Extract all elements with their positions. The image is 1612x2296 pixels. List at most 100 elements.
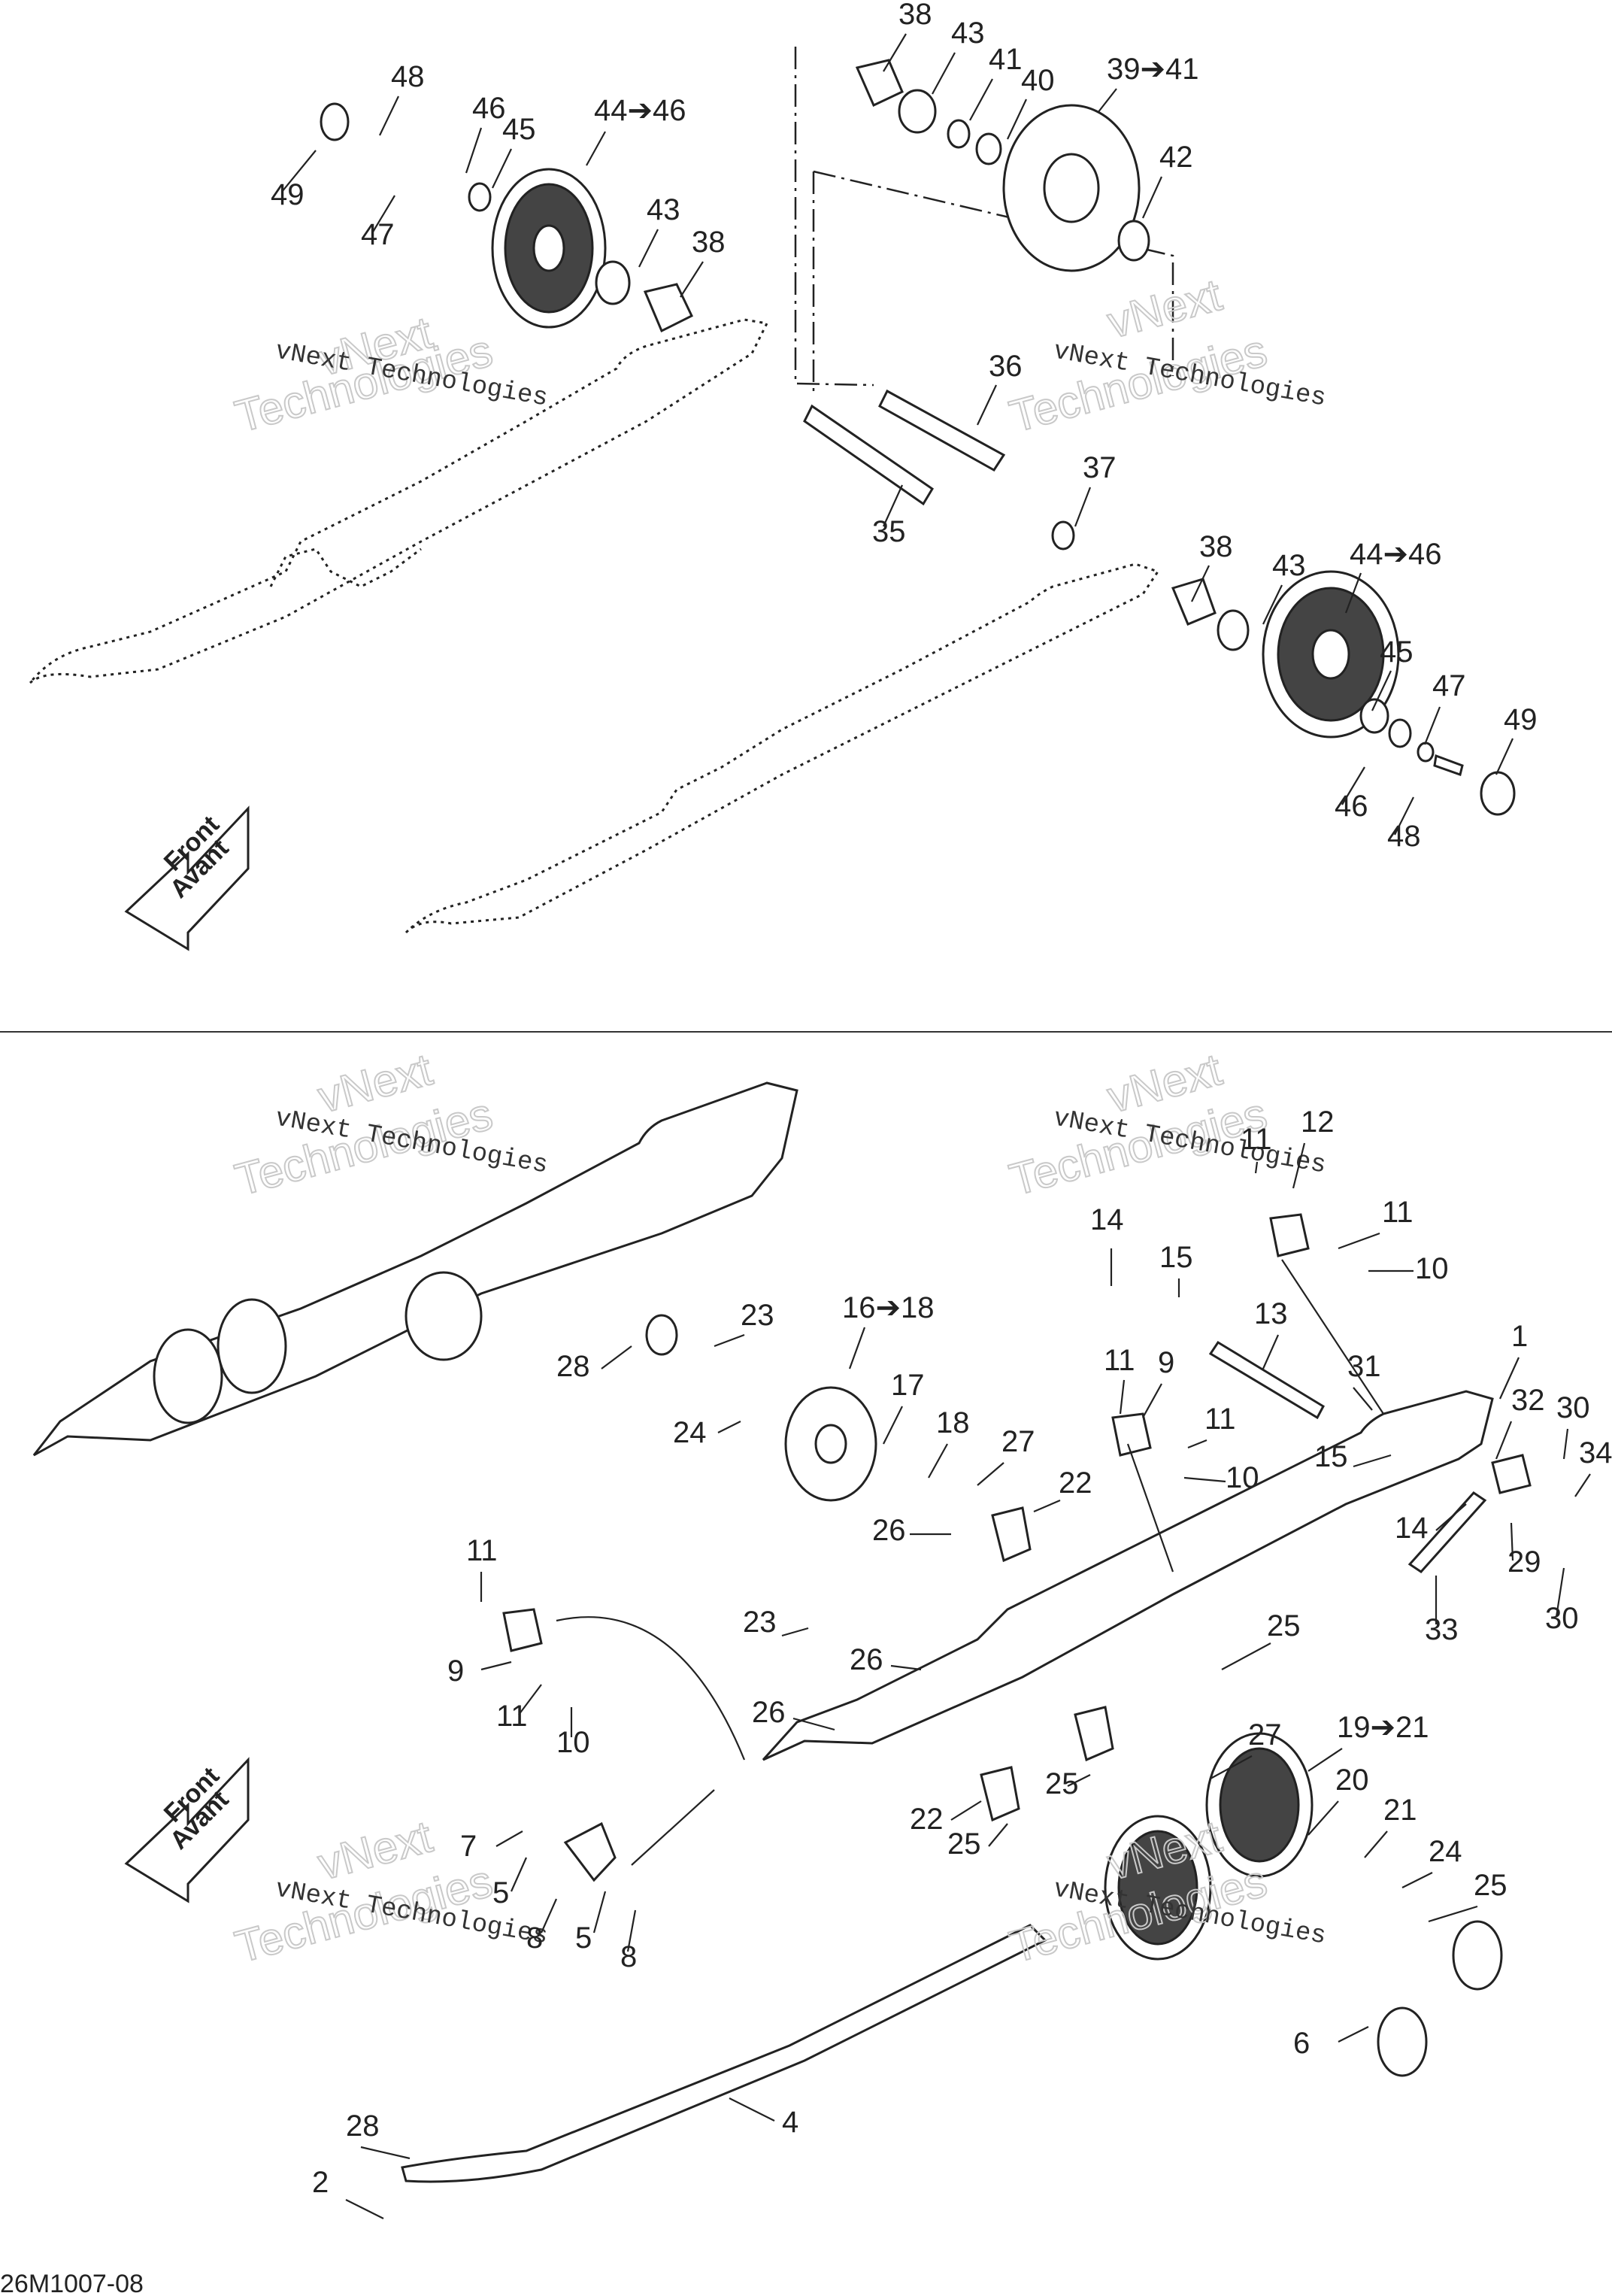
callout-number: 24 [673,1416,707,1449]
bushing [855,59,904,108]
axle-tube [803,404,935,506]
callout-number: 23 [741,1299,774,1332]
callout-number: 11 [466,1534,498,1567]
assembly-arrow [1126,1443,1174,1573]
adjuster [1491,1454,1532,1494]
callout-number: 38 [692,226,726,259]
callout-number: 20 [1335,1764,1369,1797]
callout-number: 22 [1059,1466,1092,1500]
callout-number: 8 [526,1921,543,1955]
watermark: vNext Technologies vNext Technologies [1004,268,1328,442]
callout-number: 26 [872,1514,906,1547]
stopper-block [1269,1213,1310,1257]
callout-leader [371,195,395,234]
callout-leader [345,2199,384,2219]
callout-number: 46 [1335,790,1368,823]
spacer [595,260,631,305]
callout-leader [1435,1503,1467,1531]
callout-number: 4 [782,2106,798,2139]
watermark: vNext Technologies vNext Technologies [1004,1043,1328,1206]
watermark: vNext Technologies vNext Technologies [229,306,550,442]
callout-leader [883,33,907,72]
callout-leader [1338,2026,1369,2043]
callout-leader [1371,670,1392,711]
assembly-arrow [556,1616,746,1761]
callout-leader [729,2097,775,2122]
callout-leader [1338,1232,1380,1250]
callout-leader [1292,1142,1306,1189]
callout-leader [1353,1387,1373,1411]
callout-number: 27 [1001,1425,1035,1458]
callout-number: 25 [1474,1869,1507,1902]
callout-leader [1423,706,1441,745]
callout-number: 10 [556,1726,590,1759]
callout-leader [1574,1473,1591,1497]
callout-number: 48 [1387,820,1421,853]
bolt [1433,754,1464,776]
callout-leader [977,1462,1004,1486]
callout-leader [1307,1800,1339,1836]
callout-number: 18 [936,1406,970,1439]
callout-number: 14 [1090,1203,1124,1236]
callout-number: 38 [1199,530,1233,563]
rail-wheel [405,1271,483,1361]
callout-number: 10 [1226,1461,1259,1494]
callout-leader [1254,1161,1259,1174]
callout-number: 49 [1504,703,1538,736]
callout-number: 9 [1158,1346,1174,1379]
callout-number: 17 [891,1369,925,1402]
bracket [991,1506,1032,1563]
callout-leader [495,1830,523,1847]
callout-number: 43 [1272,549,1306,582]
callout-number: 8 [620,1940,637,1973]
callout-leader [281,150,317,193]
callout-leader [932,52,956,95]
callout-leader [1401,1872,1433,1888]
callout-number: 12 [1301,1106,1335,1139]
callout-number: 45 [502,113,536,146]
callout-number: 35 [872,515,906,548]
callout-number: 43 [647,193,680,226]
callout-number: 49 [271,178,305,211]
rail-right-bottom [762,1390,1494,1761]
callout-number: 31 [1347,1350,1381,1383]
shaft [1208,1340,1325,1420]
callout-leader [540,1898,558,1934]
callout-number: 5 [575,1921,592,1955]
callout-leader [1074,487,1092,527]
callout-leader [1119,1379,1126,1415]
cap [1480,771,1516,816]
callout-leader [680,261,704,298]
rail-wheel [217,1298,287,1394]
spacer [1217,609,1250,651]
callout-number: 23 [743,1606,777,1639]
washer [1417,742,1435,763]
ring [947,119,971,149]
callout-leader [1067,1774,1091,1787]
callout-leader [1141,176,1163,219]
callout-number: 27 [1248,1718,1282,1752]
assembly-arrow [1281,1259,1384,1415]
callout-leader [1341,766,1365,805]
callout-number: 26 [752,1696,786,1729]
rail-wheel [153,1328,223,1424]
callout-number: 30 [1556,1391,1590,1424]
callout-leader [1007,99,1027,140]
callout-leader [883,1406,903,1445]
bearing [1359,698,1389,734]
callout-leader [1394,796,1414,836]
callout-leader [626,1909,637,1952]
spacer [898,89,937,134]
callout-number: 9 [447,1655,464,1688]
callout-leader [480,1661,512,1671]
callout-leader [882,484,904,527]
callout-number: 45 [1380,635,1414,669]
cap [320,102,350,141]
rail-left-top-detail [269,547,422,588]
idler-wheel-spokes [1219,1747,1300,1863]
callout-number: 13 [1254,1297,1288,1330]
callout-number: 48 [391,60,425,93]
callout-number: 5 [492,1876,509,1909]
callout-number: 25 [947,1827,981,1861]
